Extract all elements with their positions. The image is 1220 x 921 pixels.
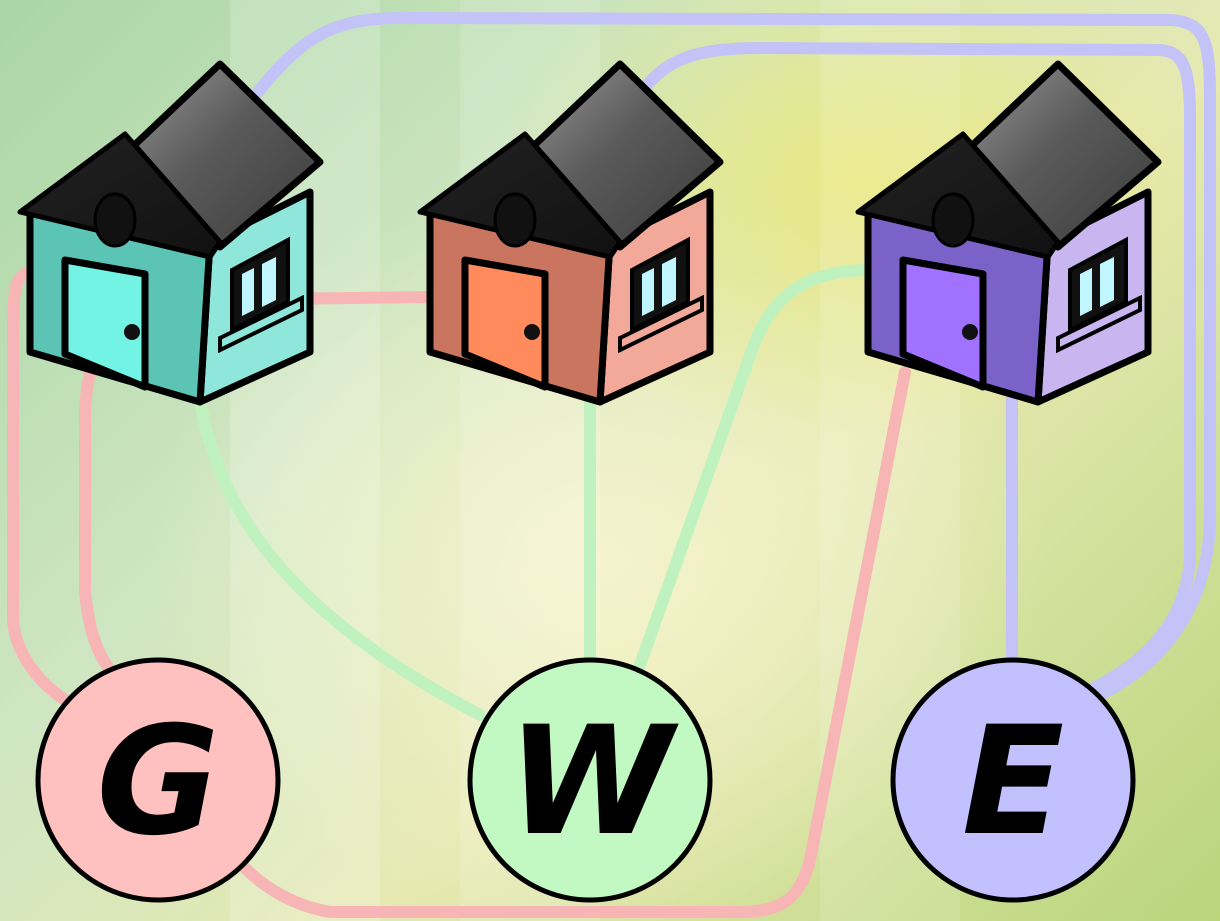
attic-window [493, 192, 537, 248]
utility-electric-circle [890, 657, 1136, 903]
window-pane [242, 268, 254, 316]
window-pane [1080, 268, 1092, 316]
house-door [899, 256, 987, 391]
utility-gas[interactable]: G [35, 657, 281, 903]
utility-electric-label: E [962, 695, 1064, 869]
window-sill [218, 294, 304, 354]
utility-water-circle [467, 657, 713, 903]
line-water-house-3[interactable] [634, 264, 871, 671]
window-pane [262, 257, 276, 307]
line-gas-house-1[interactable] [7, 266, 71, 706]
house-door [461, 256, 549, 391]
window-pane [662, 257, 676, 307]
utility-electric[interactable]: E [890, 657, 1136, 903]
line-gas-house-3[interactable] [239, 366, 911, 918]
attic-window [931, 192, 975, 248]
utility-gas-circle [35, 657, 281, 903]
house-2[interactable] [417, 60, 724, 406]
attic-window [93, 192, 137, 248]
window-sill [618, 294, 704, 354]
line-water-house-1[interactable] [194, 394, 486, 721]
utility-gas-label: G [96, 695, 219, 869]
utility-water[interactable]: W [467, 657, 713, 903]
door-knob [124, 324, 140, 340]
house-3[interactable] [855, 60, 1162, 406]
window-pane [1100, 257, 1114, 307]
window-sill [1056, 294, 1142, 354]
line-electric-house-2[interactable] [642, 42, 1196, 696]
house-1[interactable] [17, 60, 324, 406]
house-door [61, 256, 149, 391]
utility-water-label: W [507, 695, 679, 869]
window-pane [642, 268, 654, 316]
line-electric-house-1[interactable] [252, 12, 1216, 701]
door-knob [524, 324, 540, 340]
door-knob [962, 324, 978, 340]
